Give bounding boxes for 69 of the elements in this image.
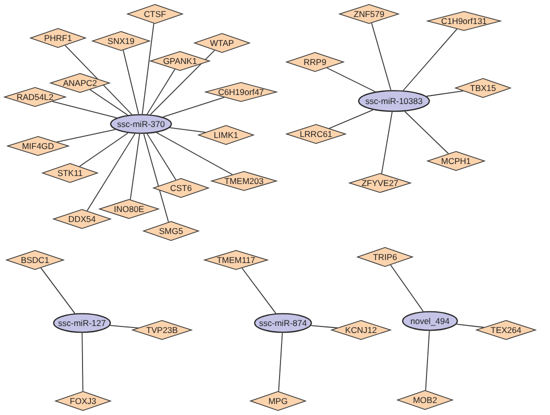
gene-diamond: WTAP — [194, 33, 250, 53]
gene-diamond: ANAPC2 — [50, 73, 110, 93]
connector-line — [150, 50, 216, 115]
connector-line — [56, 129, 116, 142]
connector-line — [156, 132, 233, 175]
connector-line — [162, 96, 225, 118]
connector-line — [130, 134, 140, 200]
connector-line — [371, 22, 392, 90]
connector-line — [390, 264, 424, 312]
gene-diamond: TVP23B — [132, 320, 192, 340]
connector-line — [64, 44, 132, 115]
connector-line — [143, 134, 169, 222]
gene-diamond: MOB2 — [397, 390, 453, 410]
connector-line — [381, 112, 393, 174]
connector-line — [310, 325, 338, 328]
gene-diamond: C6H19orf47 — [205, 82, 277, 102]
gene-diamond: C1H9orf131 — [427, 11, 501, 31]
connector-line — [146, 68, 176, 115]
gene-diamond: TMEM117 — [204, 250, 268, 270]
gene-diamond: CTSF — [127, 4, 183, 24]
connector-line — [278, 332, 283, 392]
gene-diamond: SNX19 — [92, 31, 150, 51]
gene-diamond: BSDC1 — [6, 250, 64, 270]
connector-line — [52, 100, 118, 118]
connector-line — [122, 50, 140, 114]
gene-diamond: TMEM203 — [211, 171, 277, 191]
mirna-ellipse: ssc-miR-874 — [254, 313, 312, 333]
connector-line — [426, 90, 464, 97]
gene-diamond: TBX15 — [455, 78, 511, 98]
connector-line — [86, 133, 136, 212]
connector-line — [169, 127, 206, 133]
gene-diamond: LRRC61 — [286, 124, 346, 144]
gene-diamond: ZFYVE27 — [349, 173, 411, 193]
connector-line — [110, 325, 139, 328]
connector-line — [79, 132, 128, 167]
gene-diamond: DDX54 — [53, 209, 111, 229]
gene-diamond: MCPH1 — [427, 151, 485, 171]
connector-line — [40, 268, 76, 314]
connector-line — [90, 89, 128, 116]
mirna-ellipse: novel_494 — [402, 311, 458, 331]
gene-diamond: PHRF1 — [30, 28, 86, 48]
gene-diamond: SMG5 — [143, 221, 199, 241]
gene-diamond: LIMK1 — [198, 125, 254, 145]
connector-line — [82, 332, 84, 392]
connector-line — [146, 133, 176, 180]
gene-diamond: GPANK1 — [150, 51, 210, 71]
gene-diamond: CST6 — [153, 178, 209, 198]
gene-diamond: FOXJ3 — [55, 391, 111, 411]
gene-diamond: TRIP6 — [357, 247, 413, 267]
gene-diamond: INO80E — [99, 199, 159, 219]
gene-diamond: ZNF579 — [339, 4, 399, 24]
gene-diamond: STK11 — [42, 163, 98, 183]
gene-diamond: MIF4GD — [7, 136, 69, 156]
gene-diamond: KCNJ12 — [331, 320, 391, 340]
connector-line — [456, 324, 484, 328]
connector-line — [142, 23, 154, 114]
gene-diamond: TEX264 — [476, 320, 536, 340]
mirna-ellipse: ssc-miR-10383 — [358, 90, 430, 112]
mirna-ellipse: ssc-miR-370 — [110, 114, 172, 134]
gene-diamond: MPG — [250, 391, 306, 411]
connector-line — [402, 28, 458, 91]
connector-line — [328, 109, 374, 129]
gene-diamond: RRP9 — [286, 52, 344, 72]
connector-line — [242, 268, 276, 314]
gene-diamond: RAD54L2 — [4, 87, 66, 107]
connector-line — [404, 111, 449, 154]
connector-line — [425, 330, 430, 391]
connector-line — [326, 67, 376, 92]
mirna-ellipse: ssc-miR-127 — [53, 313, 111, 333]
